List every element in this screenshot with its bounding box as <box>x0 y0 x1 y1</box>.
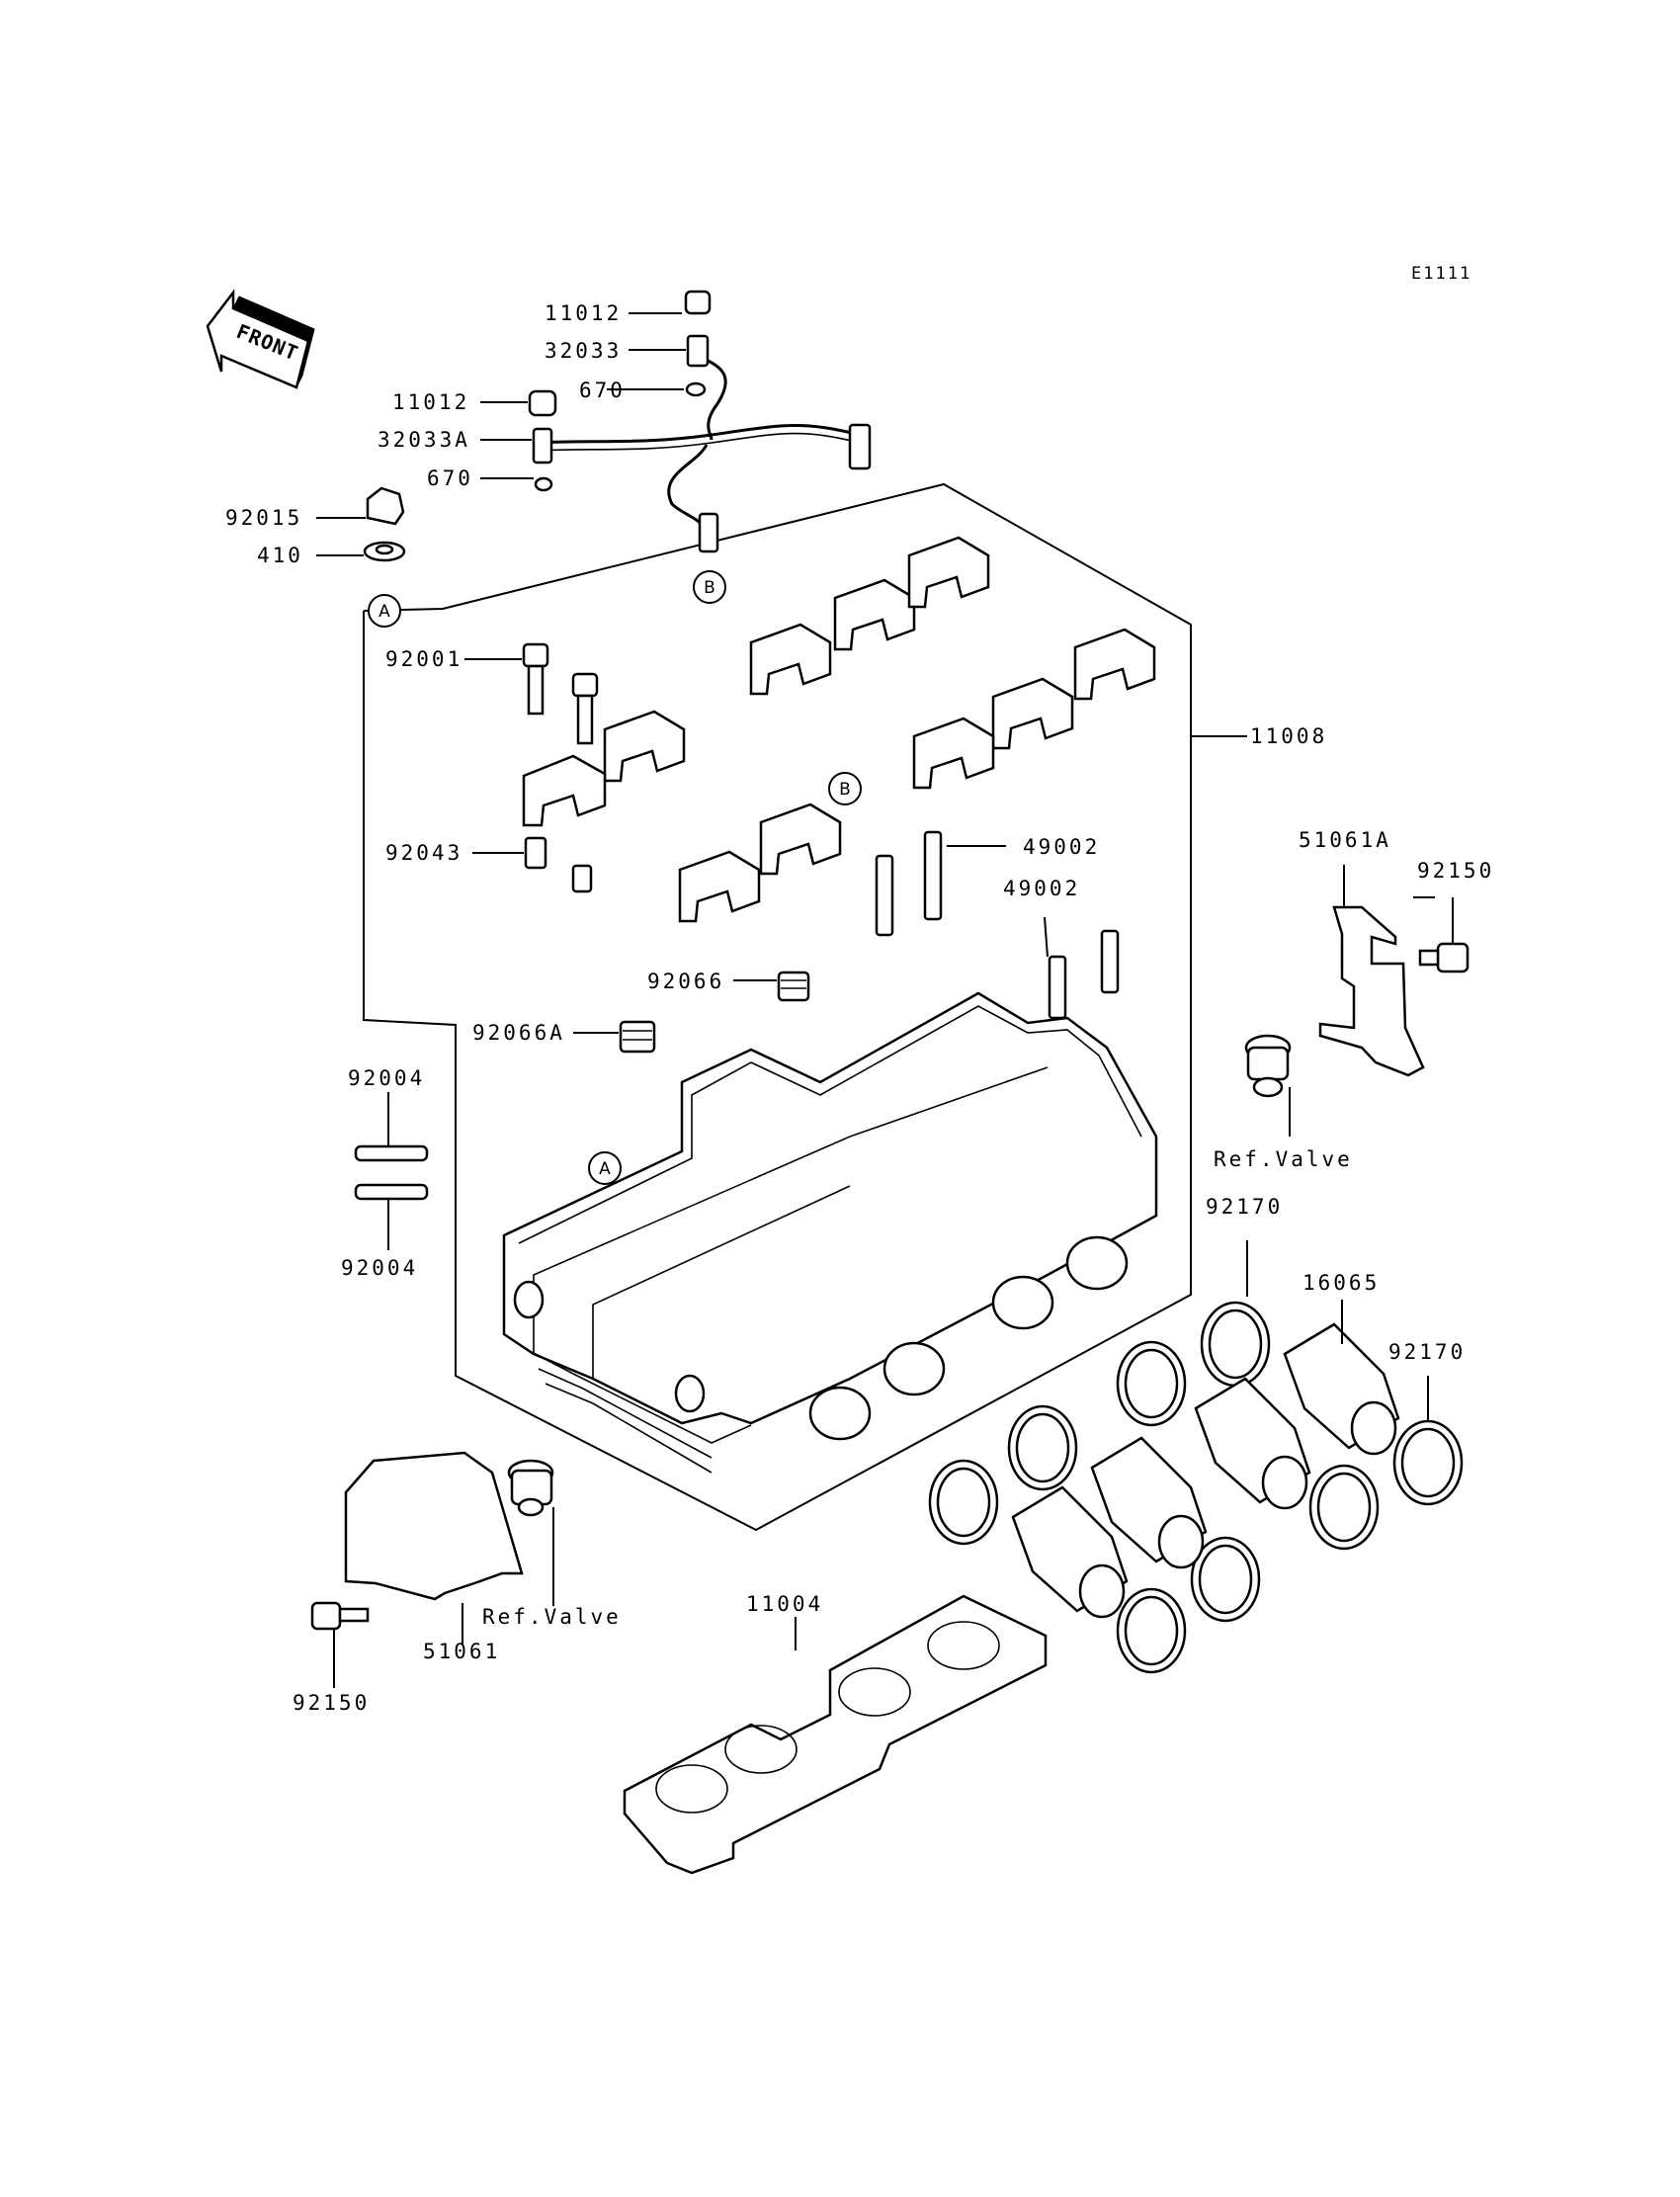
label-92150-right: 92150 <box>1417 859 1494 883</box>
label-92004-top: 92004 <box>348 1066 425 1090</box>
label-92004-bottom: 92004 <box>341 1256 418 1280</box>
label-410: 410 <box>257 544 303 567</box>
label-92066A: 92066A <box>472 1021 565 1045</box>
intake-clamps <box>928 1301 1464 1674</box>
label-51061: 51061 <box>423 1640 500 1663</box>
ref-valve-right-label: Ref.Valve <box>1214 1147 1353 1171</box>
front-arrow-icon: FRONT <box>206 289 315 389</box>
bolt-left <box>310 1601 370 1631</box>
bracket-right <box>1318 905 1425 1077</box>
label-11012-mid: 11012 <box>392 390 469 414</box>
studs <box>354 1144 429 1201</box>
svg-text:A: A <box>599 1159 611 1179</box>
label-32033: 32033 <box>545 339 622 363</box>
cover-left <box>344 1451 524 1601</box>
label-49002-a: 49002 <box>1023 835 1100 859</box>
callout-a-mid: A <box>588 1151 622 1185</box>
banjo-bolt-cap-top <box>684 290 712 315</box>
dowel-pin-b <box>571 864 593 893</box>
label-11004: 11004 <box>746 1592 823 1616</box>
label-16065: 16065 <box>1302 1271 1380 1295</box>
label-32033A: 32033A <box>378 428 470 452</box>
oil-pipe-assembly <box>528 290 872 553</box>
carburetor-holders <box>1011 1322 1400 1619</box>
svg-text:B: B <box>839 780 851 800</box>
label-92170-a: 92170 <box>1206 1195 1283 1219</box>
label-92150-left: 92150 <box>293 1691 370 1715</box>
label-670-mid: 670 <box>427 466 473 490</box>
label-92170-b: 92170 <box>1388 1340 1466 1364</box>
callout-b-mid: B <box>828 772 862 805</box>
callout-a-top: A <box>368 594 401 628</box>
cylinder-head <box>502 991 1158 1474</box>
reference-valve-left <box>507 1459 554 1517</box>
valve-guides <box>875 830 1120 1020</box>
label-92043: 92043 <box>385 841 462 865</box>
bracket-bolt-right <box>1418 942 1470 973</box>
label-92001: 92001 <box>385 647 462 671</box>
label-49002-b: 49002 <box>1003 877 1080 900</box>
dowel-pin-a <box>524 836 547 870</box>
camshaft-caps <box>522 536 1156 923</box>
label-51061A: 51061A <box>1299 828 1391 852</box>
label-670-top: 670 <box>579 379 626 402</box>
label-92015: 92015 <box>225 506 302 530</box>
plugs <box>619 971 810 1054</box>
svg-text:B: B <box>704 578 715 598</box>
label-92066: 92066 <box>647 970 724 993</box>
head-bolts <box>522 642 599 745</box>
ref-valve-left-label: Ref.Valve <box>482 1605 622 1629</box>
svg-text:A: A <box>378 602 390 622</box>
callout-b-top: B <box>693 570 726 604</box>
reference-valve-right <box>1244 1034 1292 1098</box>
banjo-bolt-cap-mid <box>528 389 557 417</box>
diagram-code: E1111 <box>1411 264 1471 284</box>
leader-lines <box>316 312 1454 1688</box>
label-11008: 11008 <box>1250 724 1327 748</box>
cap-nut <box>363 486 406 562</box>
head-group-outline <box>363 482 1192 1532</box>
head-gasket <box>623 1594 1048 1875</box>
label-11012-top: 11012 <box>545 301 622 325</box>
